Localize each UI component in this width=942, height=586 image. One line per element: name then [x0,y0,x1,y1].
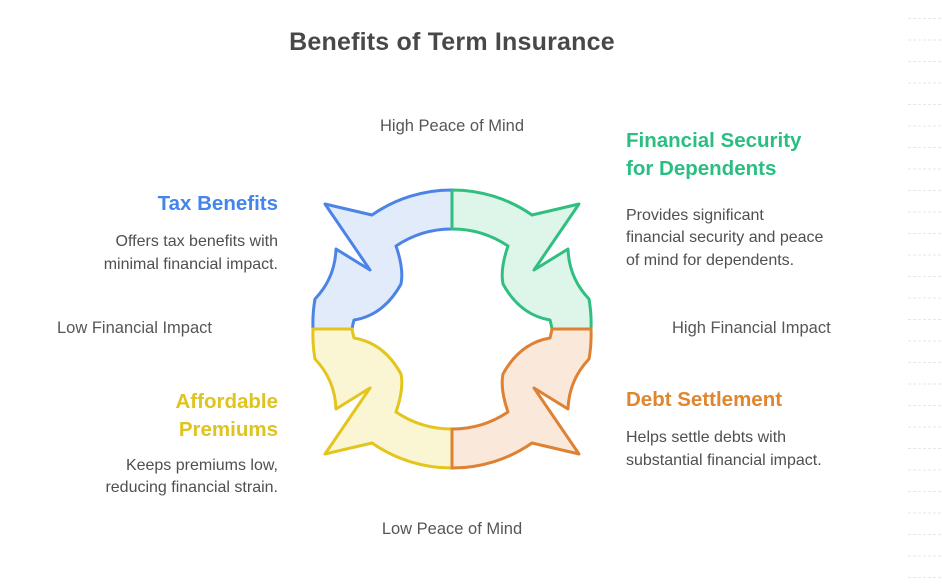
quadrant-description-financial-security: Provides significant financial security … [626,206,824,270]
quadrant-block-affordable-premiums: Affordable Premiums Keeps premiums low, … [8,388,278,500]
quadrant-description-debt-settlement: Helps settle debts with substantial fina… [626,428,822,469]
quadrant-block-debt-settlement: Debt Settlement Helps settle debts with … [626,386,882,472]
axis-label-bottom: Low Peace of Mind [381,520,523,538]
quadrant-description-tax-benefits: Offers tax benefits with minimal financi… [103,232,278,273]
quadrant-description-affordable-premiums: Keeps premiums low, reducing financial s… [105,456,278,497]
axis-label-top: High Peace of Mind [380,117,524,135]
quadrant-block-tax-benefits: Tax Benefits Offers tax benefits with mi… [8,190,278,276]
notebook-ruling-texture [906,18,942,578]
quadrant-title-financial-security: Financial Security for Dependents [626,129,802,180]
cycle-arrows-diagram [311,188,593,470]
quadrant-title-tax-benefits: Tax Benefits [157,192,278,215]
axis-label-left: Low Financial Impact [57,319,212,337]
arc-segment-affordable-premiums [311,327,454,470]
arc-segment-financial-security [450,188,593,331]
axis-label-right: High Financial Impact [672,319,831,337]
page-title: Benefits of Term Insurance [289,28,615,56]
arc-segment-debt-settlement [450,327,593,470]
quadrant-title-debt-settlement: Debt Settlement [626,388,783,411]
arc-segment-tax-benefits [311,188,454,331]
quadrant-title-affordable-premiums: Affordable Premiums [175,390,279,441]
quadrant-block-financial-security: Financial Security for Dependents Provid… [626,127,882,273]
